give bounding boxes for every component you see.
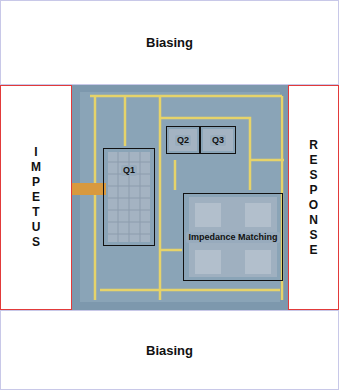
input-panel: IMPETUS	[0, 85, 72, 310]
node-label: Q2	[175, 135, 191, 146]
node-label: Q1	[121, 165, 137, 176]
node-label: RESPONSE	[308, 138, 320, 258]
node-label: IMPETUS	[30, 145, 42, 250]
bias-band: Biasing	[0, 310, 339, 390]
transistor-box: Q2	[166, 126, 200, 154]
node-label: Biasing	[146, 343, 193, 358]
node-label: Q3	[210, 135, 226, 146]
node-label: Impedance Matching	[186, 232, 279, 243]
matching-box: Impedance Matching	[183, 193, 283, 281]
output-panel: RESPONSE	[288, 85, 339, 310]
node-label: Biasing	[146, 35, 193, 50]
transistor-box: Q3	[200, 126, 236, 154]
transistor-box: Q1	[103, 148, 155, 246]
bias-band: Biasing	[0, 0, 339, 85]
